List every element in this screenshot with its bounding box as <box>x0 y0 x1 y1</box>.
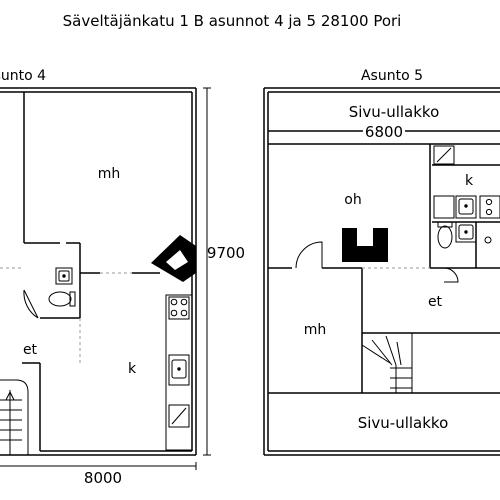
apartment-5-heading: Asunto 5 <box>361 68 423 84</box>
apartment-5-living-label: oh <box>344 192 361 208</box>
apartment-4-kitchen-label: k <box>128 361 137 377</box>
apartment-4-living-label: mh <box>98 166 121 182</box>
apartment-5-fireplace-icon <box>342 228 388 262</box>
apartment-4-interior-walls <box>22 92 160 451</box>
apartment-4-hall-label: et <box>23 342 38 358</box>
kitchen-counter <box>165 294 193 451</box>
apartment-5-bedroom-label: mh <box>304 322 327 338</box>
apartment-4-heading: Asunto 4 <box>0 68 46 84</box>
bedroom-door-icon <box>295 241 323 269</box>
plan-title: Säveltäjänkatu 1 B asunnot 4 ja 5 28100 … <box>63 12 402 30</box>
apartment-4-dimension-lines <box>0 87 211 470</box>
washbasin-icon <box>55 267 73 285</box>
apartment-5-kitchen-fixtures <box>433 145 500 219</box>
apartment-5-attic-top-label: Sivu-ullakko <box>349 103 440 121</box>
fireplace-opening <box>166 250 188 270</box>
apartment-4-width-dimension: 8000 <box>84 469 122 487</box>
apartment-5-outer-walls <box>263 87 500 456</box>
apartment-5-hall-label: et <box>428 294 443 310</box>
apartment-5-width-dimension: 6800 <box>365 123 403 141</box>
apartment-4-plan: Asunto 4 <box>0 68 245 487</box>
apartment-4-openings <box>0 267 132 363</box>
apartment-4-depth-dimension: 9700 <box>207 244 245 262</box>
apartment-5-stairs <box>361 332 413 394</box>
apartment-5-bathroom-fixtures <box>437 221 492 249</box>
apartment-5-kitchen-label: k <box>465 173 474 189</box>
apartment-5-attic-bottom-label: Sivu-ullakko <box>358 414 449 432</box>
bathroom-door-icon <box>23 289 39 319</box>
apartment-4-stairs <box>0 379 29 455</box>
apartment-5-plan: Asunto 5 <box>263 68 500 456</box>
toilet-icon <box>48 291 76 307</box>
bathroom-door-icon <box>443 267 459 283</box>
